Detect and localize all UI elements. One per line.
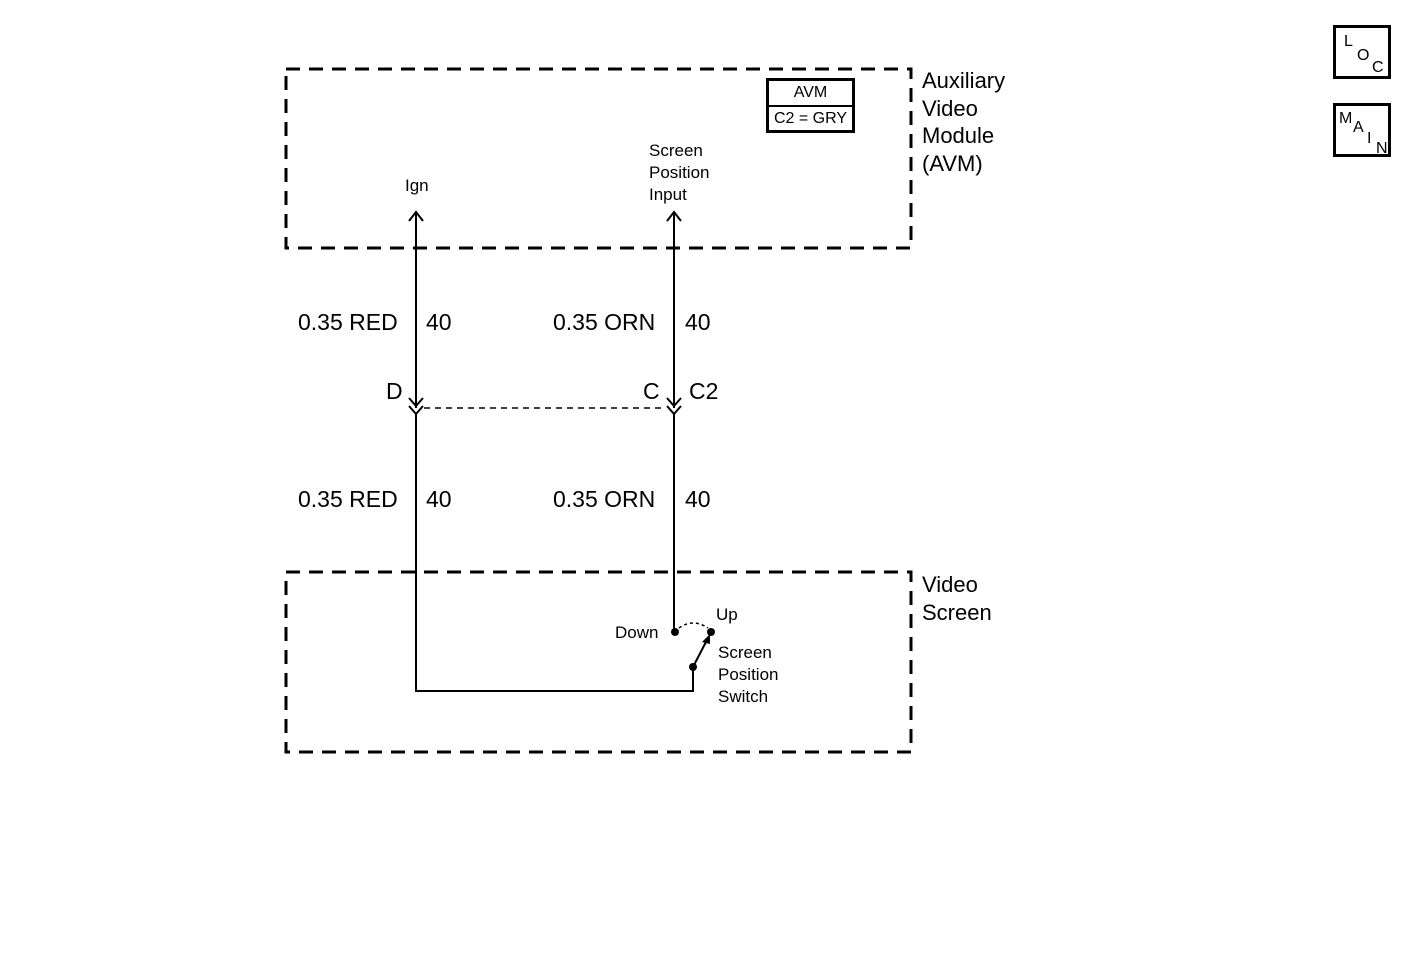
switch-down-contact [671,628,679,636]
video-screen-outline [284,570,913,754]
orn-upper-wire-label: 0.35 ORN [553,309,656,335]
switch-down-label: Down [615,623,659,642]
loc-button[interactable]: L O C [1333,25,1391,79]
red-lower-circuit: 40 [426,486,452,512]
red-upper-circuit: 40 [426,309,452,335]
red-upper-wire-label: 0.35 RED [298,309,398,335]
orn-arrow-down [666,397,682,408]
connector-pin-d: D [386,378,403,404]
avm-module-name: Auxiliary Video Module (AVM) [922,68,1006,176]
switch-up-label: Up [716,605,738,624]
orn-lower-wire-label: 0.35 ORN [553,486,656,512]
red-lower-wire-label: 0.35 RED [298,486,398,512]
screen-position-input-label: Screen Position Input [649,141,710,204]
switch-blade-arrow [702,634,710,644]
connector-name: C2 [689,378,719,404]
red-arrow-down [408,397,424,408]
ign-pin-label: Ign [405,176,429,195]
orn-lower-circuit: 40 [685,486,711,512]
orn-upper-circuit: 40 [685,309,711,335]
connector-color-table: AVM C2 = GRY [766,78,855,133]
connector-table-value: C2 = GRY [773,110,848,127]
ign-arrow-up [408,210,424,222]
switch-name: Screen Position Switch [718,643,779,706]
switch-travel-arc [678,622,709,629]
switch-up-contact [707,628,715,636]
connector-table-header: AVM [769,81,852,107]
connector-pin-c: C [643,378,660,404]
video-screen-name: Video Screen [922,572,992,625]
input-arrow-up [666,210,682,222]
main-button[interactable]: M A I N [1333,103,1391,157]
avm-module-outline [284,67,913,250]
